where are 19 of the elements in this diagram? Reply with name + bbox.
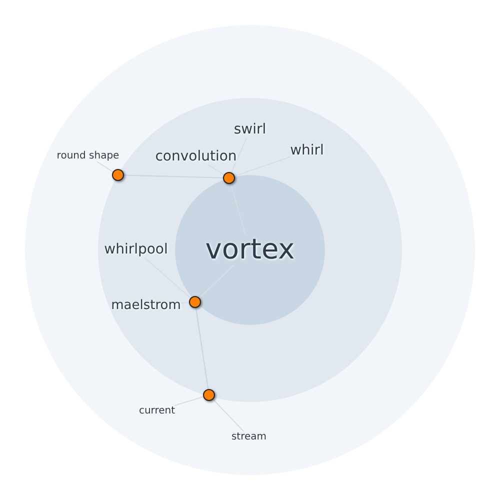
- connector-line: [96, 161, 114, 172]
- connector-line: [144, 257, 191, 299]
- word-label: whirl: [290, 143, 324, 159]
- connector-line: [234, 156, 291, 177]
- word-label: current: [138, 406, 176, 416]
- connector-line: [174, 396, 204, 406]
- connector-line: [212, 398, 244, 432]
- connector-line: [230, 183, 246, 236]
- connector-line: [198, 264, 234, 298]
- word-label: maelstrom: [111, 298, 181, 314]
- word-label: convolution: [155, 149, 237, 165]
- word-label: round shape: [56, 150, 120, 162]
- connector-line: [195, 307, 209, 390]
- word-label: stream: [231, 432, 267, 442]
- word-label: swirl: [234, 122, 266, 138]
- word-label: vortex: [205, 234, 295, 266]
- connector-line: [208, 164, 224, 176]
- word-label: whirlpool: [104, 242, 168, 258]
- connector-line: [230, 137, 248, 173]
